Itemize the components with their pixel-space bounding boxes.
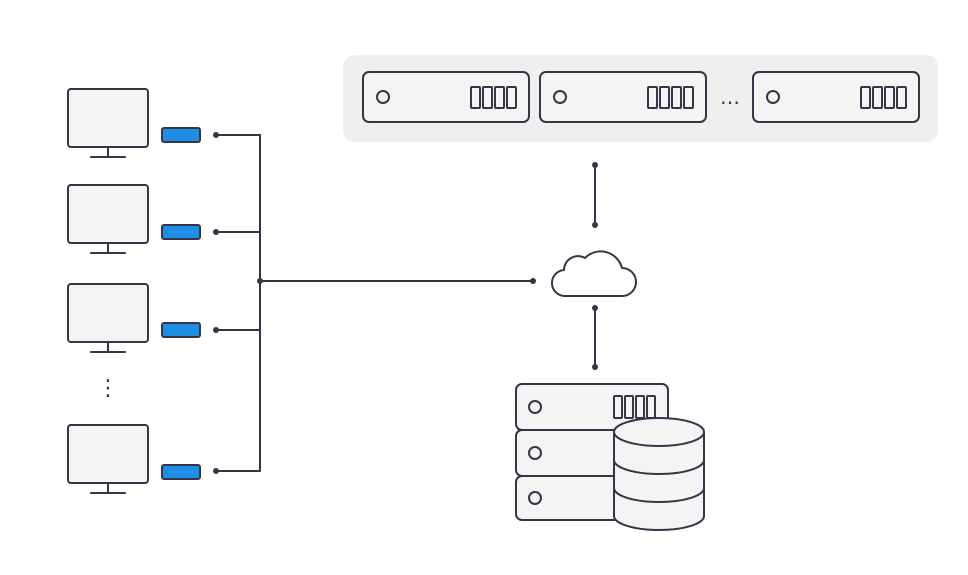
- rack-cloud-link: [592, 162, 598, 228]
- client-ellipsis: ⋮: [97, 376, 119, 401]
- cloud-storage-link: [592, 305, 598, 370]
- database-icon: [613, 417, 705, 531]
- monitor-icon: [67, 424, 149, 494]
- network-adapter-icon: [161, 224, 201, 240]
- monitor-icon: [67, 184, 149, 254]
- connection-dots: [213, 132, 536, 474]
- client-group: [67, 88, 149, 494]
- network-adapter-icon: [161, 322, 201, 338]
- monitor-icon: [67, 88, 149, 158]
- rack-ellipsis: …: [720, 85, 740, 109]
- client-bus-wiring: [215, 134, 534, 472]
- network-adapter-icon: [161, 464, 201, 480]
- rack-server-icon: [752, 71, 920, 123]
- network-adapter-icon: [161, 127, 201, 143]
- monitor-icon: [67, 283, 149, 353]
- server-rack-units: [362, 71, 920, 123]
- rack-server-icon: [362, 71, 530, 123]
- adapter-group: [161, 127, 201, 480]
- cloud-icon: [551, 250, 637, 298]
- rack-server-icon: [539, 71, 707, 123]
